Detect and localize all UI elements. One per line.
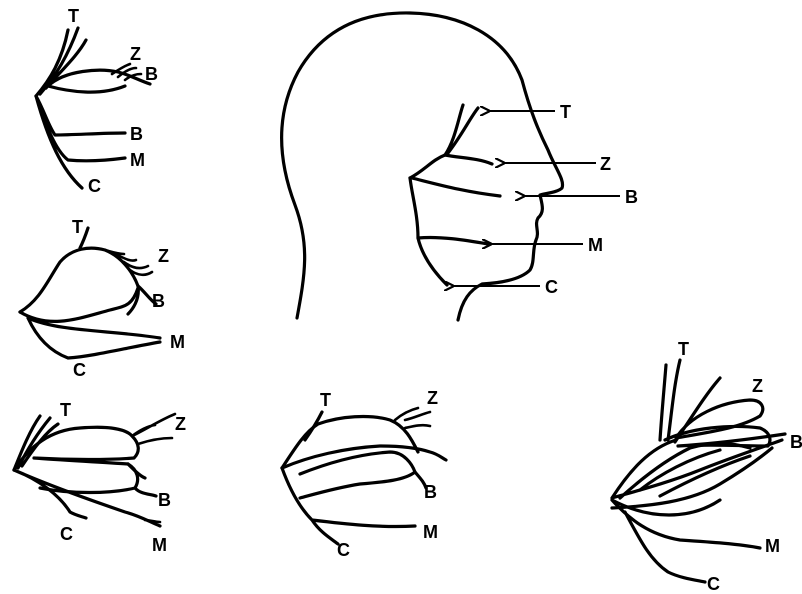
nerve-branch-buccal: [412, 178, 500, 196]
branching-variant-1: T Z B B M C: [36, 6, 158, 196]
v2-label-z: Z: [158, 246, 169, 266]
v4-label-b: B: [424, 482, 437, 502]
branching-variant-3: T Z B M C: [14, 400, 186, 555]
v5-label-m: M: [765, 536, 780, 556]
v3-label-m: M: [152, 535, 167, 555]
v4-label-c: C: [337, 540, 350, 560]
v2-label-t: T: [72, 217, 83, 237]
v3-label-c: C: [60, 524, 73, 544]
v2-label-m: M: [170, 332, 185, 352]
v5-label-b: B: [790, 432, 802, 452]
v1-label-b-upper: B: [145, 64, 158, 84]
v1-label-t: T: [68, 6, 79, 26]
branching-variant-2: T Z B M C: [20, 217, 185, 380]
v1-label-b-lower: B: [130, 124, 143, 144]
v1-label-m: M: [130, 150, 145, 170]
v4-label-m: M: [423, 522, 438, 542]
v3-label-t: T: [60, 400, 71, 420]
v4-label-t: T: [320, 390, 331, 410]
v1-label-c: C: [88, 176, 101, 196]
v1-lower-branches: [36, 96, 125, 188]
v1-label-z: Z: [130, 44, 141, 64]
v2-upper-loop: [20, 248, 138, 314]
nerve-branch-temporal: [445, 105, 478, 155]
v3-buccal: [128, 464, 156, 496]
head-figure: T Z B M C: [282, 13, 639, 320]
v4-label-z: Z: [427, 388, 438, 408]
head-label-m: M: [588, 235, 603, 255]
v4-middle-loops: [282, 446, 446, 498]
v2-label-b: B: [152, 291, 165, 311]
branching-variant-5: T Z B M C: [612, 339, 802, 594]
nerve-branch-cervical: [418, 238, 447, 285]
v5-label-z: Z: [752, 376, 763, 396]
v3-upper-loops: [14, 427, 138, 492]
v5-temporal: [660, 360, 720, 442]
head-label-c: C: [545, 277, 558, 297]
v5-lower-branches: [612, 500, 760, 582]
v3-zygomatic-twigs: [132, 414, 175, 444]
head-label-t: T: [560, 102, 571, 122]
v3-label-b: B: [158, 490, 171, 510]
v1-temporal-branches: [36, 28, 86, 96]
v4-temporal: [305, 412, 322, 440]
branching-variant-4: T Z B M C: [282, 388, 446, 560]
v2-label-c: C: [73, 360, 86, 380]
nerve-trunk: [410, 155, 445, 178]
head-outline: [282, 13, 563, 320]
v3-label-z: Z: [175, 414, 186, 434]
head-label-b: B: [625, 187, 638, 207]
v1-zygomatic-loop: [48, 70, 150, 92]
head-label-z: Z: [600, 154, 611, 174]
nerve-branch-zygomatic: [445, 155, 492, 164]
v5-label-t: T: [678, 339, 689, 359]
v5-label-c: C: [707, 574, 720, 594]
v5-buccal-network: [612, 440, 782, 508]
